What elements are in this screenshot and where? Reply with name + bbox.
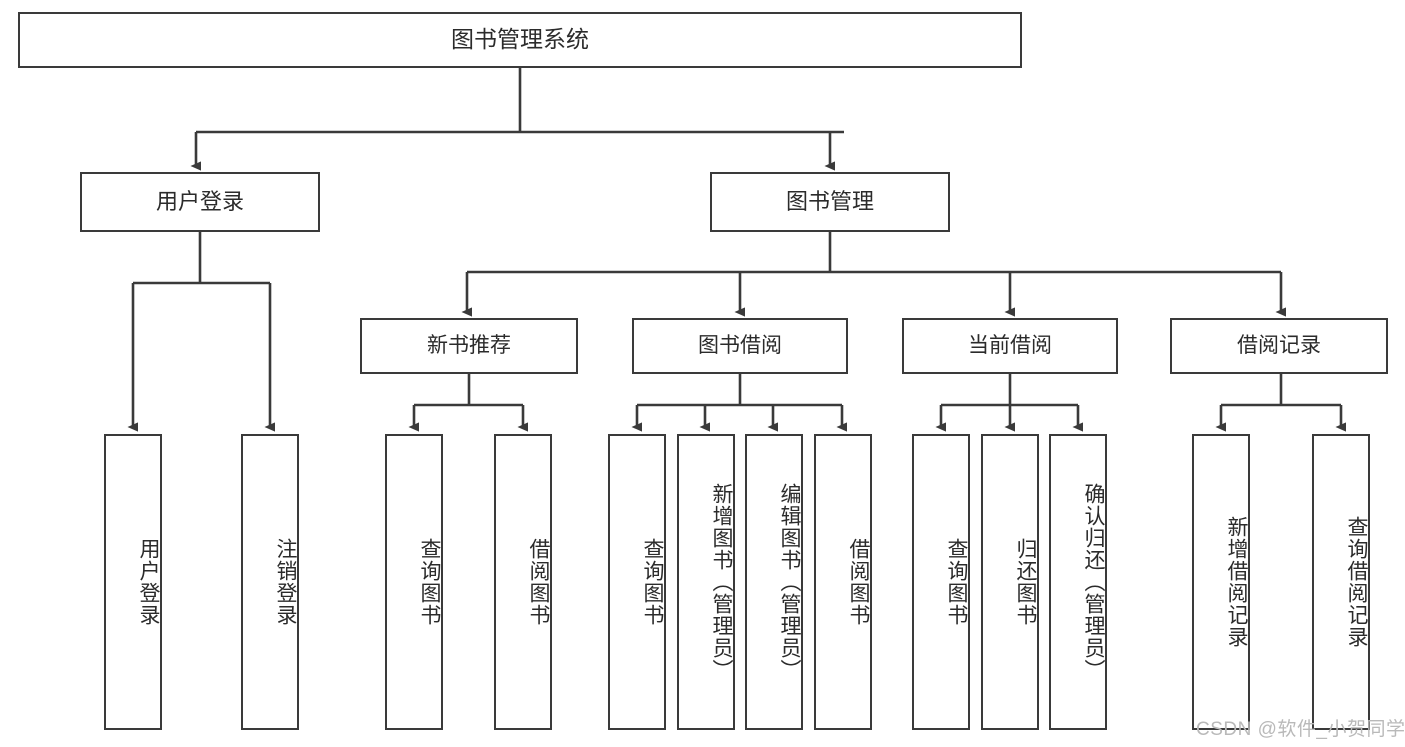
node-leaf-confirm-return-label: 确认归还（管理员） xyxy=(1082,483,1105,681)
node-book-manage[interactable]: 图书管理 xyxy=(710,172,950,232)
node-leaf-query-book-1-label: 查询图书 xyxy=(418,538,441,626)
node-book-borrow-label: 图书借阅 xyxy=(698,333,782,357)
node-leaf-return-book-label: 归还图书 xyxy=(1014,538,1037,626)
node-root[interactable]: 图书管理系统 xyxy=(18,12,1022,68)
node-book-borrow[interactable]: 图书借阅 xyxy=(632,318,848,374)
node-leaf-edit-book-label: 编辑图书（管理员） xyxy=(778,483,801,681)
node-leaf-query-book-2-label: 查询图书 xyxy=(641,538,664,626)
node-leaf-borrow-book-2-label: 借阅图书 xyxy=(847,538,870,626)
node-leaf-edit-book[interactable]: 编辑图书（管理员） xyxy=(745,434,803,730)
node-leaf-user-login-label: 用户登录 xyxy=(137,538,160,626)
node-leaf-borrow-book-2[interactable]: 借阅图书 xyxy=(814,434,872,730)
node-book-manage-label: 图书管理 xyxy=(785,189,874,215)
node-leaf-add-record-label: 新增借阅记录 xyxy=(1225,516,1248,648)
node-leaf-return-book[interactable]: 归还图书 xyxy=(981,434,1039,730)
node-leaf-add-book-label: 新增图书（管理员） xyxy=(710,483,733,681)
node-leaf-user-logout[interactable]: 注销登录 xyxy=(241,434,299,730)
node-leaf-add-record[interactable]: 新增借阅记录 xyxy=(1192,434,1250,730)
node-new-book-recommend-label: 新书推荐 xyxy=(427,333,511,357)
node-leaf-query-record[interactable]: 查询借阅记录 xyxy=(1312,434,1370,730)
node-leaf-confirm-return[interactable]: 确认归还（管理员） xyxy=(1049,434,1107,730)
node-leaf-borrow-book-1[interactable]: 借阅图书 xyxy=(494,434,552,730)
csdn-watermark: CSDN @软件_小贺同学 xyxy=(1196,719,1405,740)
node-leaf-query-book-3[interactable]: 查询图书 xyxy=(912,434,970,730)
node-user-login[interactable]: 用户登录 xyxy=(80,172,320,232)
node-leaf-query-book-3-label: 查询图书 xyxy=(945,538,968,626)
node-user-login-label: 用户登录 xyxy=(155,189,244,215)
node-leaf-query-book-2[interactable]: 查询图书 xyxy=(608,434,666,730)
node-leaf-user-login[interactable]: 用户登录 xyxy=(104,434,162,730)
node-current-borrow[interactable]: 当前借阅 xyxy=(902,318,1118,374)
node-leaf-user-logout-label: 注销登录 xyxy=(274,538,297,626)
node-leaf-add-book[interactable]: 新增图书（管理员） xyxy=(677,434,735,730)
node-new-book-recommend[interactable]: 新书推荐 xyxy=(360,318,578,374)
node-leaf-query-book-1[interactable]: 查询图书 xyxy=(385,434,443,730)
node-leaf-borrow-book-1-label: 借阅图书 xyxy=(527,538,550,626)
node-root-label: 图书管理系统 xyxy=(451,26,589,53)
node-borrow-record[interactable]: 借阅记录 xyxy=(1170,318,1388,374)
node-borrow-record-label: 借阅记录 xyxy=(1237,333,1321,357)
node-current-borrow-label: 当前借阅 xyxy=(968,333,1052,357)
node-leaf-query-record-label: 查询借阅记录 xyxy=(1345,516,1368,648)
